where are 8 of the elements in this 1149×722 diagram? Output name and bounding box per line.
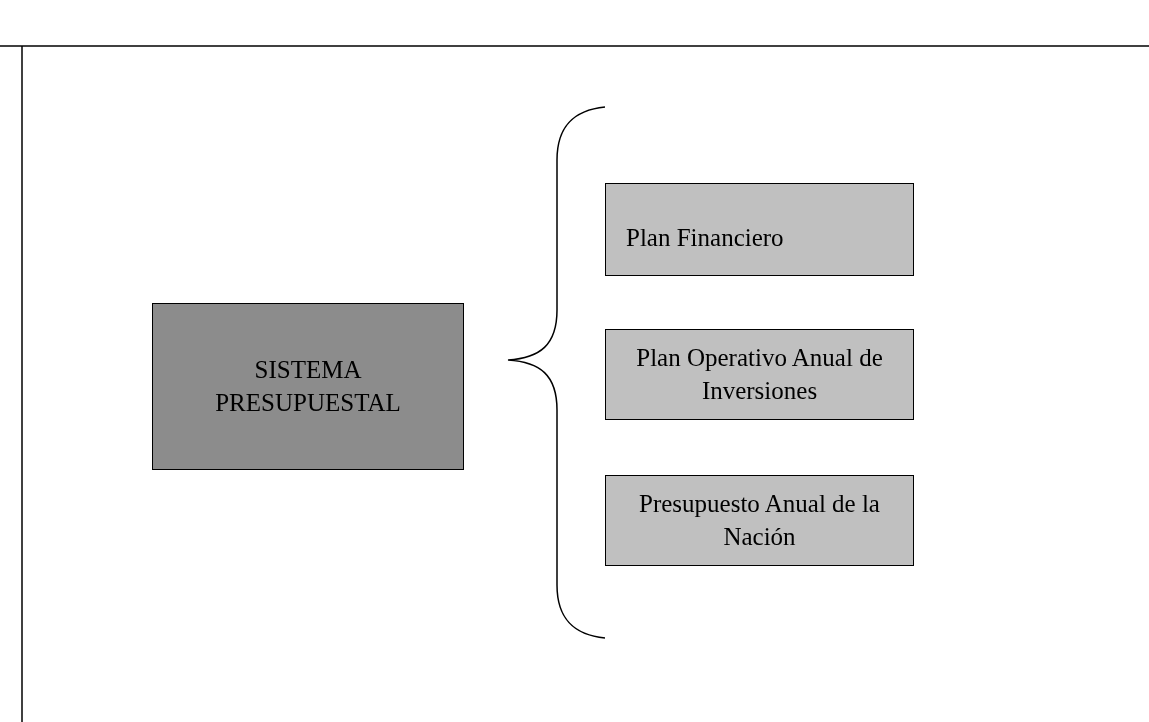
box-label: SISTEMA PRESUPUESTAL: [214, 355, 402, 418]
component-box: [605, 329, 914, 420]
component-box: [605, 475, 914, 566]
component-box: [605, 183, 914, 276]
box-label: Plan Operativo Anual de Inversiones: [635, 343, 884, 406]
box-label: Presupuesto Anual de la Nación: [638, 489, 881, 552]
box-label: Plan Financiero: [626, 223, 784, 254]
main-box: [152, 303, 464, 470]
